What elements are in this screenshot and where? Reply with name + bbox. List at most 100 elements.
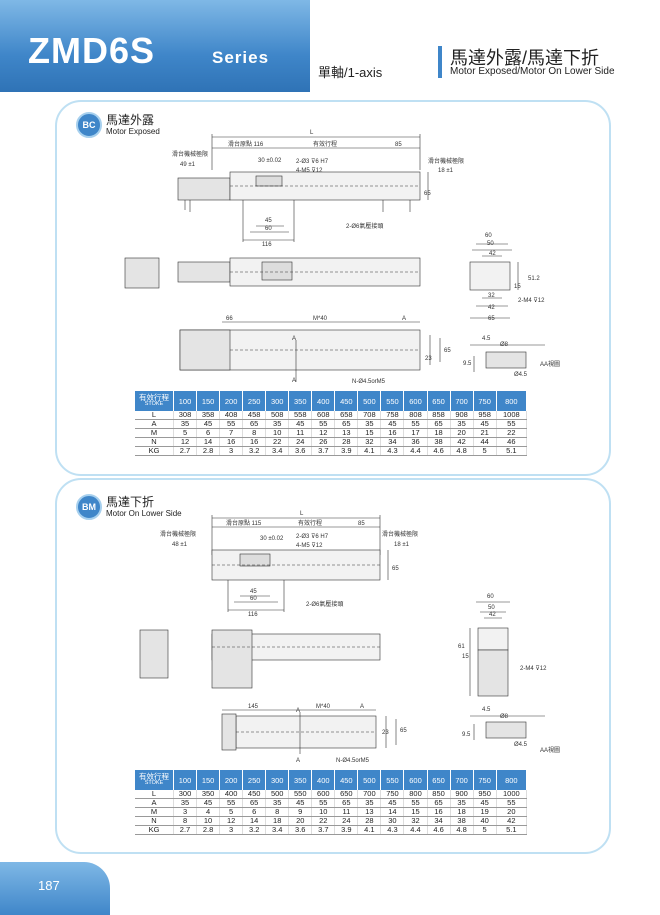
- table-cell: 2.7: [173, 446, 198, 456]
- table-cell: 17: [403, 428, 428, 438]
- row-label: A: [135, 419, 174, 429]
- table-cell: 22: [496, 428, 528, 438]
- section-a2: A: [296, 758, 300, 764]
- section-title-zh: 馬達下折: [106, 495, 155, 509]
- page-number-tab: [0, 862, 110, 915]
- table-cell: 16: [242, 437, 267, 447]
- table-cell: 8: [173, 816, 198, 826]
- table-cell: 20: [288, 816, 313, 826]
- table-cell: 858: [427, 411, 451, 420]
- axis-label: 單軸/1-axis: [318, 65, 383, 80]
- stroke-cell: 650: [427, 391, 451, 411]
- stroke-cell: 550: [380, 770, 405, 790]
- row-label: L: [135, 790, 174, 799]
- section-title-en: Motor Exposed: [106, 127, 160, 136]
- dim-limit-left-val: 49 ±1: [180, 162, 196, 168]
- dim-23: 23: [382, 730, 389, 736]
- table-cell: 800: [403, 790, 428, 799]
- table-cell: 20: [450, 428, 474, 438]
- stroke-cell: 150: [196, 770, 221, 790]
- dim-limit-left-val: 48 ±1: [172, 542, 188, 548]
- dim-origin: 滑台原點 115: [226, 519, 262, 527]
- section-a1: A: [296, 708, 300, 714]
- section-title-en: Motor On Lower Side: [106, 509, 182, 518]
- table-cell: 5: [473, 825, 497, 835]
- table-cell: 65: [334, 798, 359, 808]
- table-cell: 3.2: [242, 825, 267, 835]
- table-cell: 55: [496, 419, 528, 429]
- dim-65b: 65: [400, 728, 407, 734]
- table-cell: 55: [219, 419, 244, 429]
- table-cell: 28: [334, 437, 359, 447]
- header-band: [0, 0, 310, 92]
- dim-air: 2-Ø6氣壓接頭: [306, 600, 343, 608]
- dim-m40: M*40: [316, 704, 331, 710]
- dim-65b: 65: [444, 348, 451, 354]
- table-cell: 6: [196, 428, 221, 438]
- dim-tol: 30 ±0.02: [260, 536, 284, 542]
- stroke-cell: 500: [357, 391, 382, 411]
- table-cell: 958: [473, 411, 497, 420]
- table-cell: 32: [357, 437, 382, 447]
- table-cell: 3.9: [334, 825, 359, 835]
- table-cell: 20: [496, 807, 528, 817]
- table-cell: 32: [403, 816, 428, 826]
- table-cell: 55: [403, 419, 428, 429]
- table-cell: 4.4: [403, 825, 428, 835]
- table-cell: 45: [473, 419, 497, 429]
- section-a2: A: [292, 378, 296, 384]
- table-cell: 750: [380, 790, 405, 799]
- end-60: 60: [485, 233, 492, 239]
- table-cell: 558: [288, 411, 313, 420]
- dim-65: 65: [392, 566, 399, 572]
- page-number: 187: [38, 878, 60, 893]
- dim-60: 60: [265, 226, 272, 232]
- table-cell: 24: [334, 816, 359, 826]
- dim-65: 65: [424, 191, 431, 197]
- dim-23: 23: [425, 356, 432, 362]
- stroke-cell: 700: [450, 391, 474, 411]
- stroke-cell: 550: [380, 391, 405, 411]
- table-cell: 42: [496, 816, 528, 826]
- table-cell: 4.1: [357, 825, 382, 835]
- table-cell: 65: [427, 798, 451, 808]
- table-cell: 4.4: [403, 446, 428, 456]
- table-cell: 608: [311, 411, 336, 420]
- row-label: M: [135, 428, 174, 438]
- table-cell: 900: [450, 790, 474, 799]
- table-cell: 4.3: [380, 446, 405, 456]
- table-cell: 450: [242, 790, 267, 799]
- section-badge-bc: BC: [76, 112, 102, 138]
- table-cell: 658: [334, 411, 359, 420]
- table-cell: 18: [265, 816, 290, 826]
- dim-a: A: [360, 704, 364, 710]
- table-cell: 15: [357, 428, 382, 438]
- table-cell: 13: [357, 807, 382, 817]
- table-cell: 850: [427, 790, 451, 799]
- table-cell: 13: [334, 428, 359, 438]
- dim-hole1: 2-Ø3 ⊽6 H7: [296, 533, 329, 540]
- end-m4: 2-M4 ⊽12: [518, 297, 545, 304]
- table-cell: 308: [173, 411, 198, 420]
- table-cell: 55: [219, 798, 244, 808]
- section-a1: A: [292, 336, 296, 342]
- bc-drawing: L 滑台原點 116 有效行程 85 滑台機械極限 49 ±1 滑台機械極限 1…: [124, 130, 560, 385]
- table-cell: 908: [450, 411, 474, 420]
- row-label: A: [135, 798, 174, 808]
- dim-stroke: 有效行程: [298, 519, 322, 527]
- dim-limit-right-val: 18 ±1: [394, 542, 410, 548]
- stroke-cell: 350: [288, 391, 313, 411]
- table-cell: 2.7: [173, 825, 198, 835]
- table-cell: 26: [311, 437, 336, 447]
- series-label: Series: [212, 48, 270, 67]
- table-cell: 3.6: [288, 446, 313, 456]
- stroke-cell: 700: [450, 770, 474, 790]
- table-cell: 44: [473, 437, 497, 447]
- stroke-cell: 400: [311, 770, 336, 790]
